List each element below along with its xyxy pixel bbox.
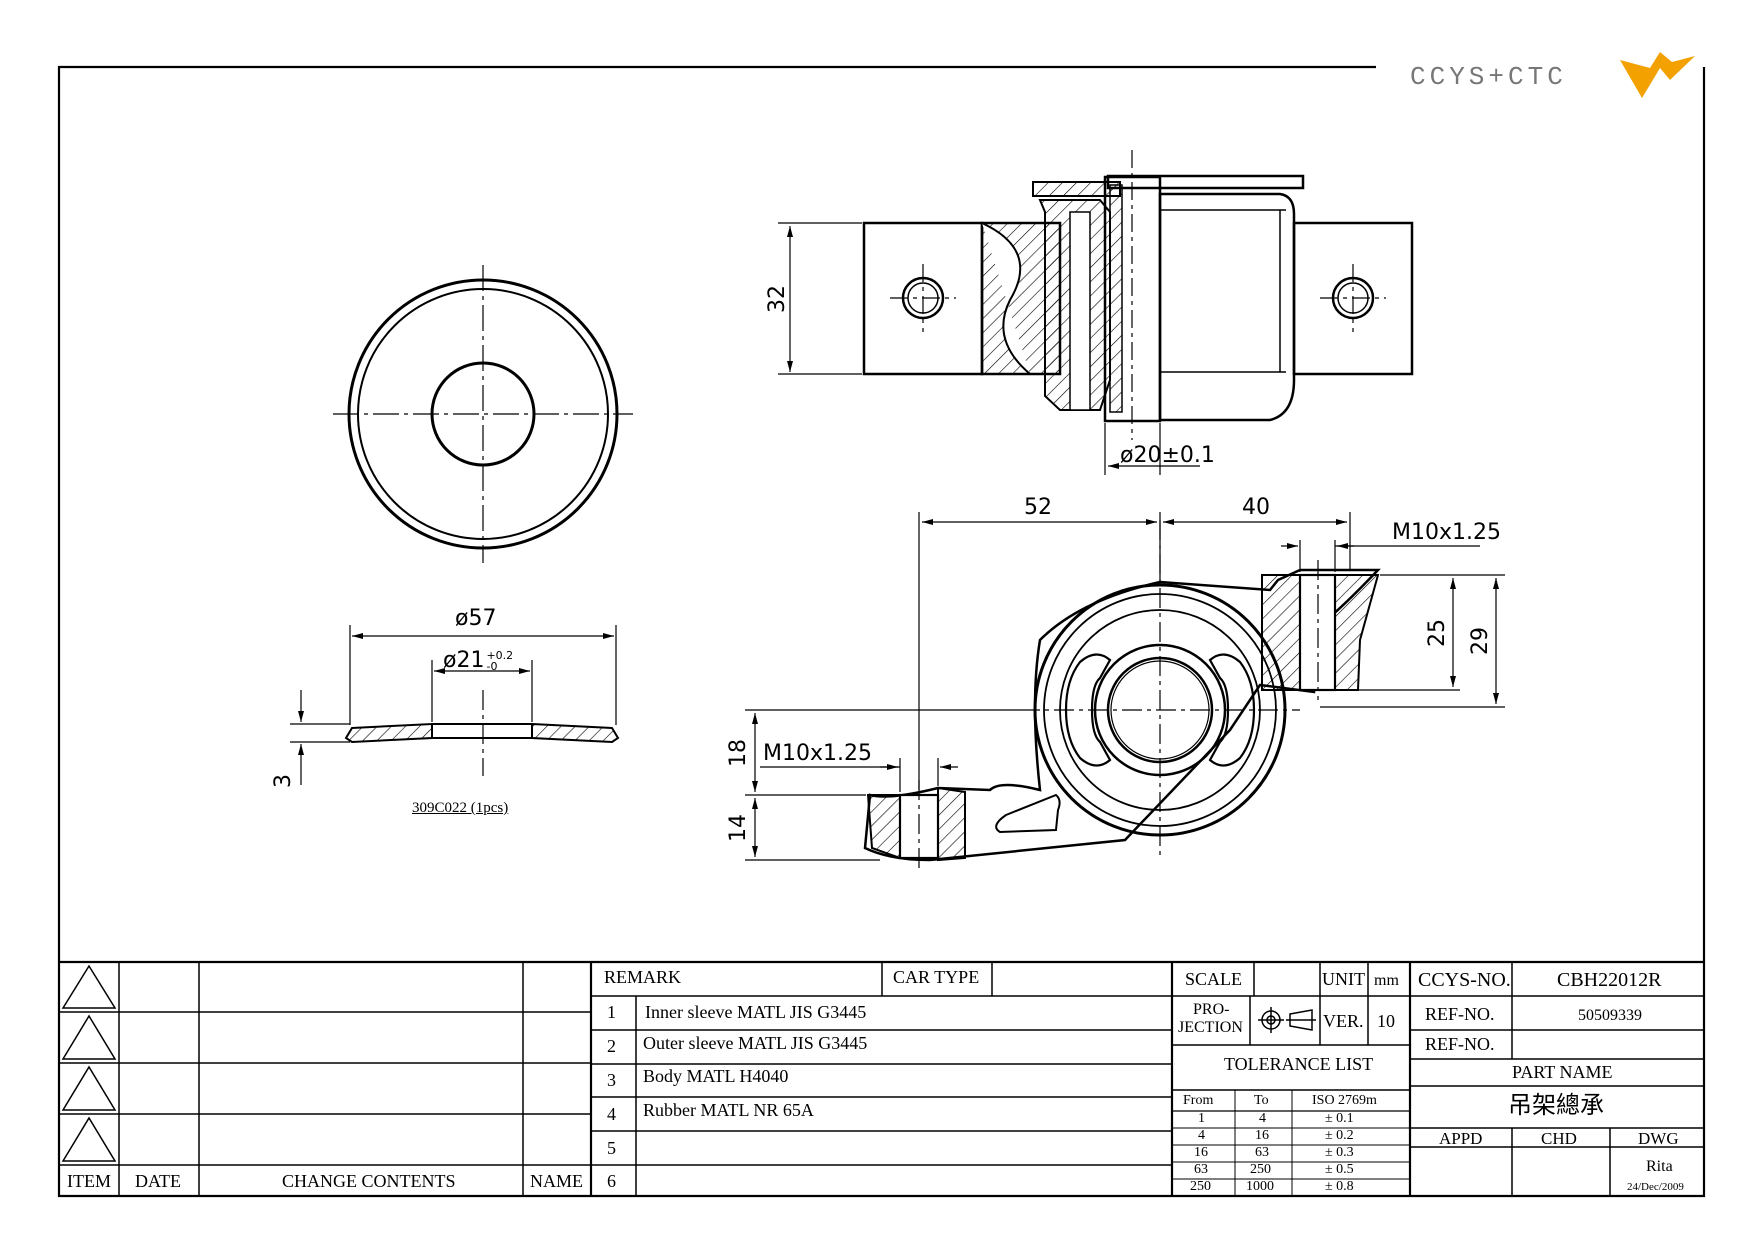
tol-from-2: 4 — [1198, 1128, 1205, 1143]
tol-value-1: ± 0.1 — [1325, 1111, 1354, 1126]
part-name-value: 吊架總承 — [1508, 1091, 1604, 1119]
tol-header-to: To — [1254, 1093, 1269, 1108]
washer-front-view — [333, 265, 633, 563]
unit-label: UNIT — [1322, 969, 1365, 989]
tol-to-2: 16 — [1255, 1128, 1269, 1143]
ref-no-label: REF-NO. — [1425, 1004, 1495, 1024]
remark-text-4: Rubber MATL NR 65A — [643, 1100, 814, 1120]
ref-no-value: 50509339 — [1578, 1007, 1642, 1024]
remark-header: REMARK — [604, 967, 682, 987]
dim-sleeve-dia: ø20±0.1 — [1120, 443, 1215, 468]
unit-value: mm — [1374, 972, 1399, 989]
part-label: 309C022 (1pcs) — [412, 800, 509, 816]
dim-18: 18 — [726, 739, 751, 767]
remark-text-2: Outer sleeve MATL JIS G3445 — [643, 1033, 868, 1053]
tol-from-3: 16 — [1194, 1145, 1208, 1160]
dim-thread-top: M10x1.25 — [1392, 520, 1501, 545]
tol-to-4: 250 — [1250, 1162, 1271, 1177]
dim-washer-id: ø21+0.2-0 — [443, 648, 514, 673]
projection-label-1: PRO- — [1193, 1001, 1230, 1018]
ver-value: 10 — [1377, 1011, 1395, 1031]
chd-label: CHD — [1541, 1129, 1577, 1148]
tol-value-3: ± 0.3 — [1325, 1145, 1354, 1160]
logo-text: CCYS+CTC — [1410, 62, 1567, 92]
ccys-no-value: CBH22012R — [1557, 969, 1662, 991]
rev-header-name: NAME — [530, 1171, 583, 1191]
tol-header-iso: ISO 2769m — [1312, 1093, 1377, 1108]
dim-52: 52 — [1024, 495, 1052, 520]
logo-mark-icon — [1620, 52, 1695, 98]
dim-washer-id-tol-minus: -0 — [486, 660, 498, 673]
tol-from-1: 1 — [1198, 1111, 1205, 1126]
dim-29: 29 — [1468, 627, 1493, 655]
remark-no-6: 6 — [607, 1171, 616, 1191]
company-logo: CCYS+CTC — [1410, 50, 1700, 100]
remark-text-3: Body MATL H4040 — [643, 1066, 789, 1086]
dwg-label: DWG — [1638, 1129, 1679, 1148]
tol-from-5: 250 — [1190, 1179, 1211, 1194]
tol-value-2: ± 0.2 — [1325, 1128, 1354, 1143]
tol-value-5: ± 0.8 — [1325, 1179, 1354, 1194]
appd-label: APPD — [1439, 1129, 1483, 1148]
dim-washer-id-base: ø21 — [443, 648, 485, 673]
tolerance-title: TOLERANCE LIST — [1224, 1054, 1374, 1074]
remark-text-1: Inner sleeve MATL JIS G3445 — [645, 1002, 867, 1022]
dim-14: 14 — [726, 814, 751, 842]
tol-header-from: From — [1183, 1093, 1214, 1108]
projection-label-2: JECTION — [1178, 1019, 1243, 1036]
bushing-side-view — [778, 150, 1414, 475]
dim-height-32: 32 — [765, 285, 790, 313]
remark-no-2: 2 — [607, 1036, 616, 1056]
tol-from-4: 63 — [1194, 1162, 1208, 1177]
car-type-label: CAR TYPE — [893, 967, 980, 987]
bushing-profile-view — [745, 512, 1505, 870]
remark-no-4: 4 — [607, 1104, 616, 1124]
dim-thread-left: M10x1.25 — [763, 741, 872, 766]
title-block-grid — [59, 960, 1704, 1196]
ref-no2-label: REF-NO. — [1425, 1034, 1495, 1054]
rev-header-change: CHANGE CONTENTS — [282, 1171, 456, 1191]
drawn-by: Rita — [1646, 1158, 1673, 1175]
part-name-label: PART NAME — [1512, 1062, 1613, 1082]
drawing-border — [57, 65, 1706, 1198]
rev-header-date: DATE — [135, 1171, 181, 1191]
dim-25: 25 — [1425, 619, 1450, 647]
dim-washer-id-tol-plus: +0.2 — [486, 649, 514, 662]
remark-no-1: 1 — [607, 1002, 616, 1022]
tol-to-1: 4 — [1259, 1111, 1266, 1126]
dim-40: 40 — [1242, 495, 1270, 520]
drawing-date: 24/Dec/2009 — [1627, 1181, 1684, 1193]
dim-washer-od: ø57 — [455, 606, 497, 631]
ccys-no-label: CCYS-NO. — [1418, 969, 1511, 991]
tol-to-5: 1000 — [1246, 1179, 1274, 1194]
remark-no-5: 5 — [607, 1138, 616, 1158]
washer-section-view — [290, 625, 620, 785]
tol-value-4: ± 0.5 — [1325, 1162, 1354, 1177]
ver-label: VER. — [1323, 1011, 1364, 1031]
dim-washer-thickness: 3 — [271, 774, 296, 788]
remark-no-3: 3 — [607, 1070, 616, 1090]
rev-header-item: ITEM — [67, 1171, 111, 1191]
scale-label: SCALE — [1185, 969, 1243, 989]
tol-to-3: 63 — [1255, 1145, 1269, 1160]
